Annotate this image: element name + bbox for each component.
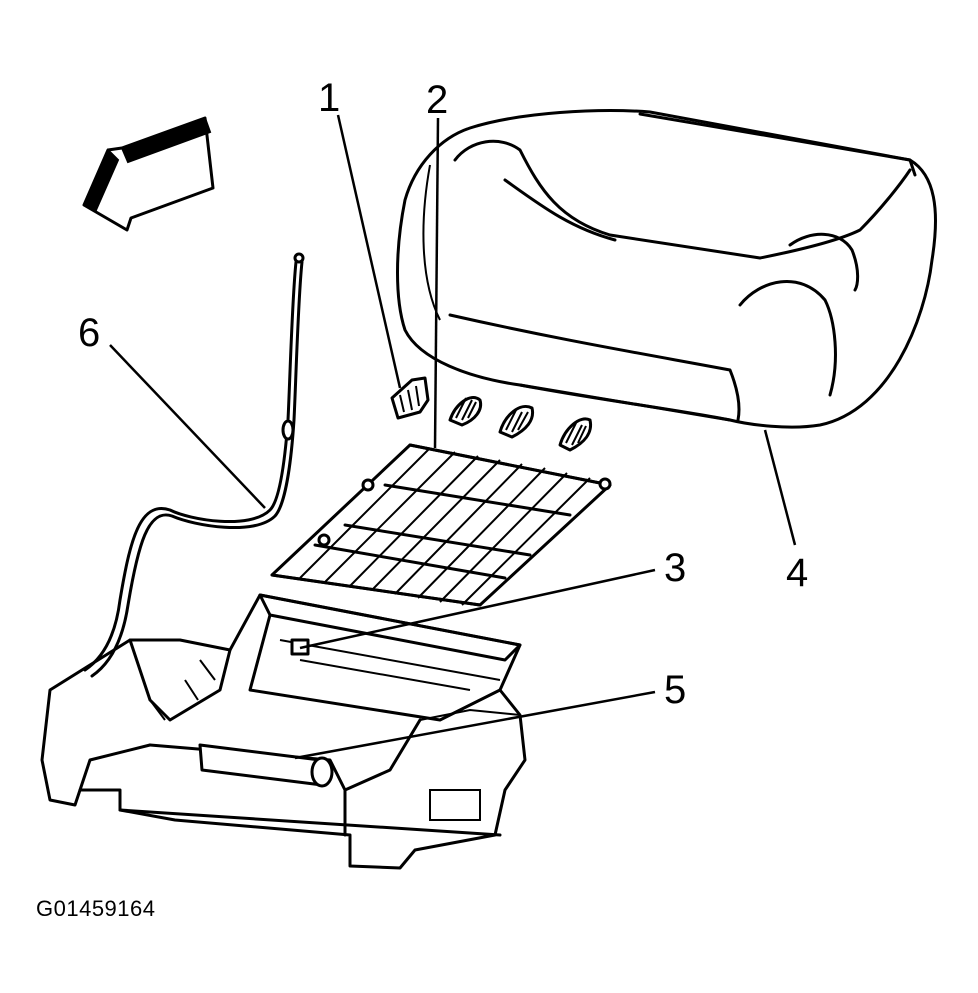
suspension-mat	[270, 443, 612, 607]
leader-line-6	[109, 344, 266, 509]
spring-coil	[448, 396, 483, 427]
spring-clip	[390, 376, 430, 420]
leader-line-1	[336, 114, 402, 389]
callout-3: 3	[664, 546, 687, 590]
callout-1: 1	[318, 76, 341, 120]
leader-line-3	[299, 568, 656, 650]
spring-coil	[498, 405, 535, 439]
leader-line-4	[763, 429, 797, 546]
callout-4: 4	[786, 551, 809, 595]
seat-cushion-pad	[396, 109, 938, 429]
seat-frame	[40, 593, 527, 870]
leader-line-2	[433, 117, 440, 449]
leader-lines	[109, 114, 797, 760]
callout-6: 6	[78, 311, 101, 355]
leader-line-5	[294, 690, 656, 760]
front-crossbar	[198, 743, 334, 788]
callout-2: 2	[426, 78, 449, 122]
front-direction-arrow-icon	[82, 116, 215, 232]
spring-clip-group	[390, 376, 593, 452]
callout-5: 5	[664, 668, 687, 712]
spring-coil	[558, 417, 593, 452]
figure-id-label: G01459164	[36, 896, 156, 921]
cable	[83, 252, 305, 678]
